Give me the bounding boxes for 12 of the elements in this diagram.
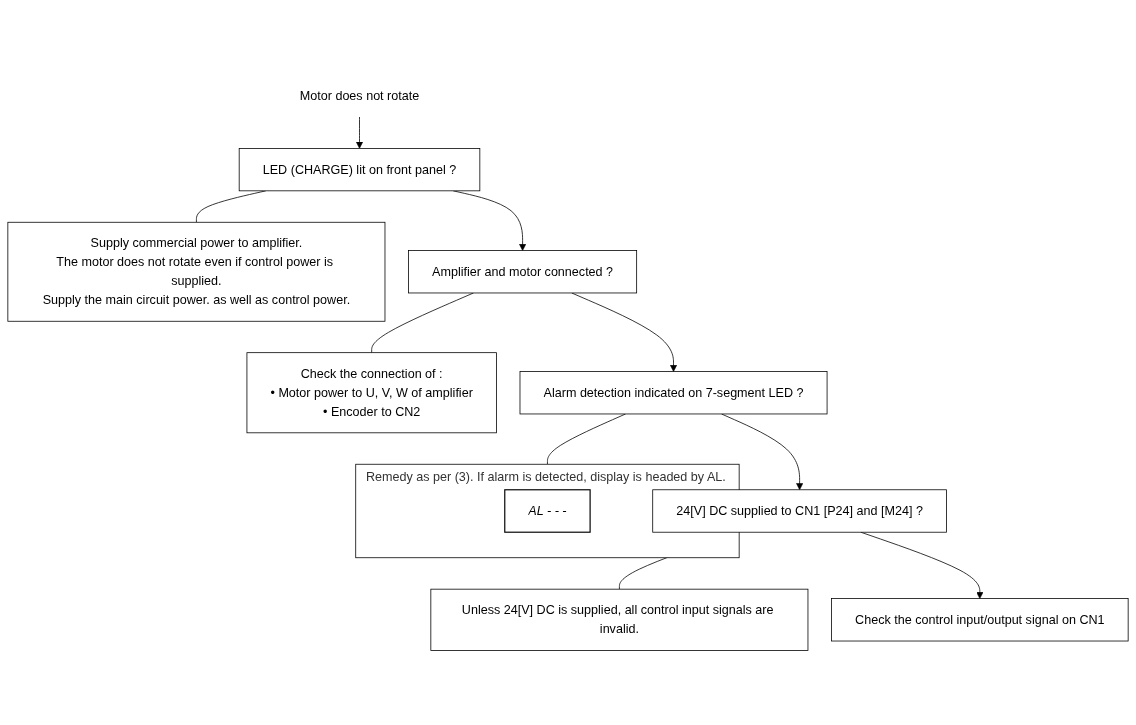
- connector: [547, 413, 626, 465]
- node-text: Motor does not rotate: [299, 88, 420, 103]
- node-box: 24[V] DC supplied to CN1 [P24] and [M24] ?: [652, 489, 947, 533]
- node-box: Check the connection of : • Motor power to U, V, W of amplifier • Encoder to CN2: [246, 352, 497, 434]
- node-box: LED (CHARGE) lit on front panel ?: [238, 148, 481, 192]
- node-box: AL - - -: [504, 489, 591, 533]
- node-box: Amplifier and motor connected ?: [408, 250, 638, 294]
- node-box: Alarm detection indicated on 7-segment LED ?: [519, 371, 828, 415]
- node-box: Check the control input/output signal on CN1: [831, 598, 1129, 642]
- connector: [371, 292, 474, 354]
- node-box: Supply commercial power to amplifier. The motor does not rotate even if control power is supplied. Supply the main circuit power. as well as control power.: [7, 221, 386, 322]
- node-box: Unless 24[V] DC is supplied, all control input signals are invalid.: [430, 588, 809, 651]
